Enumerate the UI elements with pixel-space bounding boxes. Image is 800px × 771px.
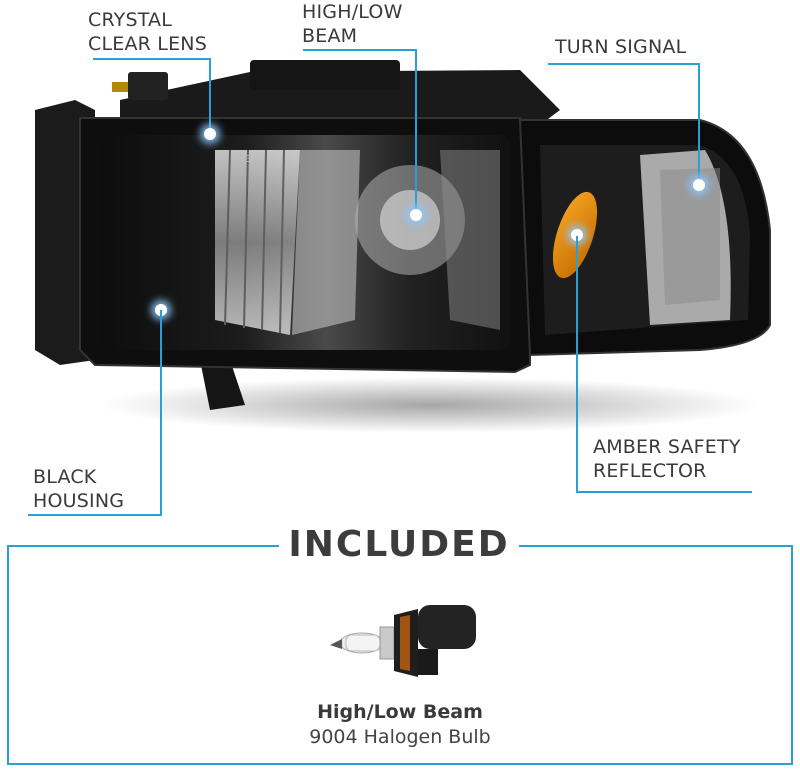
callout-crystal-clear-lens: CRYSTAL CLEAR LENS [88,8,207,56]
callout-crystal-line2: CLEAR LENS [88,33,207,55]
callout-crystal-line1: CRYSTAL [88,9,173,31]
callout-amber-line-vertical [576,236,578,493]
callout-crystal-line-vertical [209,58,211,132]
callout-amber-line2: REFLECTOR [593,460,707,482]
callout-crystal-line-horizontal [93,58,211,60]
callout-turn-line-vertical [698,63,700,183]
callout-amber-line1: AMBER SAFETY [593,436,741,458]
callout-black-housing: BLACK HOUSING [33,465,124,513]
callout-amber-safety-reflector: AMBER SAFETY REFLECTOR [593,435,741,483]
callout-amber-dot [571,229,583,241]
svg-text:V13: V13 [232,154,252,165]
callout-housing-line1: BLACK [33,466,97,488]
callout-high-low-beam: HIGH/LOW BEAM [302,0,403,48]
callout-beam-line-horizontal [303,49,417,51]
included-heading: INCLUDED [288,524,510,565]
halogen-bulb-image [330,605,476,677]
callout-turn-line1: TURN SIGNAL [555,36,687,58]
included-item-description: 9004 Halogen Bulb [309,726,491,748]
callout-housing-line2: HOUSING [33,490,125,512]
callout-crystal-dot [204,128,216,140]
callout-amber-line-horizontal [576,491,752,493]
callout-turn-dot [693,179,705,191]
included-item-name: High/Low Beam [317,701,483,723]
callout-housing-line-horizontal [28,514,162,516]
callout-beam-line2: BEAM [302,25,358,47]
callout-housing-line-vertical [160,310,162,516]
included-box [7,546,793,765]
callout-beam-dot [410,209,422,221]
included-box-border-left [7,545,279,547]
callout-beam-line-vertical [415,49,417,213]
callout-turn-line-horizontal [548,63,700,65]
headlight-assembly-image: V13 [35,60,771,433]
included-box-border-right [519,545,793,547]
callout-turn-signal: TURN SIGNAL [555,35,686,59]
callout-beam-line1: HIGH/LOW [302,1,403,23]
